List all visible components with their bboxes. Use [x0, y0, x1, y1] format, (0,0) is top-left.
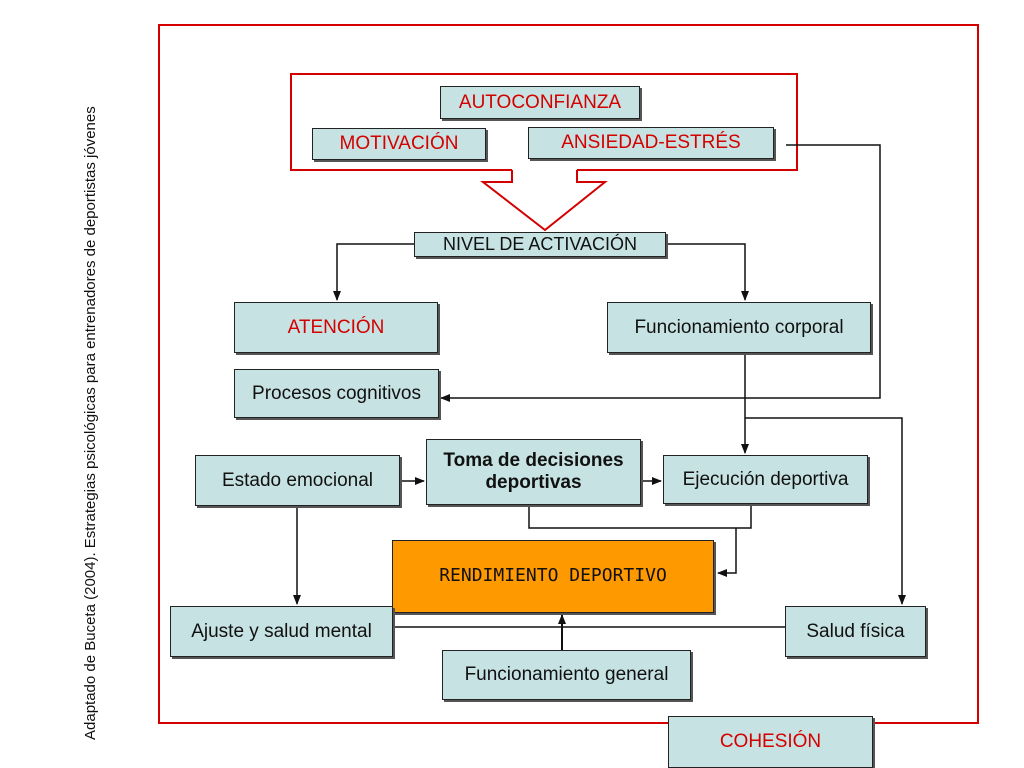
group-down-arrow: [480, 170, 608, 232]
source-caption: Adaptado de Buceta (2004). Estrategias p…: [82, 106, 99, 740]
outer-frame: [158, 24, 979, 724]
connector-activacion-atencion: [333, 243, 414, 301]
node-atencion: ATENCIÓN: [234, 302, 438, 353]
node-cohesion: COHESIÓN: [668, 716, 873, 768]
node-procesos-cognitivos: Procesos cognitivos: [234, 369, 439, 418]
node-autoconfianza: AUTOCONFIANZA: [440, 86, 640, 119]
connector-activacion-corporal: [665, 243, 749, 301]
node-motivacion: MOTIVACIÓN: [312, 128, 486, 160]
node-funcionamiento-corporal: Funcionamiento corporal: [607, 302, 871, 353]
node-nivel-activacion: NIVEL DE ACTIVACIÓN: [414, 232, 666, 257]
node-ajuste-salud-mental: Ajuste y salud mental: [170, 606, 393, 657]
node-funcionamiento-general: Funcionamiento general: [442, 650, 691, 700]
connector-ansiedad-procesos: [440, 144, 881, 402]
node-rendimiento-deportivo: RENDIMIENTO DEPORTIVO: [392, 540, 714, 613]
node-estado-emocional: Estado emocional: [195, 455, 400, 506]
node-ansiedad-estres: ANSIEDAD-ESTRÉS: [528, 127, 774, 159]
node-toma-decisiones: Toma de decisiones deportivas: [426, 439, 641, 505]
connector-to-rendimiento: [717, 528, 737, 577]
node-ejecucion-deportiva: Ejecución deportiva: [663, 455, 868, 504]
connector-toma-ejecucion-rendimiento: [528, 504, 752, 529]
connector-corporal-salud-fisica: [745, 417, 906, 605]
emotion-group-frame: [290, 73, 798, 171]
node-salud-fisica: Salud física: [785, 606, 926, 657]
